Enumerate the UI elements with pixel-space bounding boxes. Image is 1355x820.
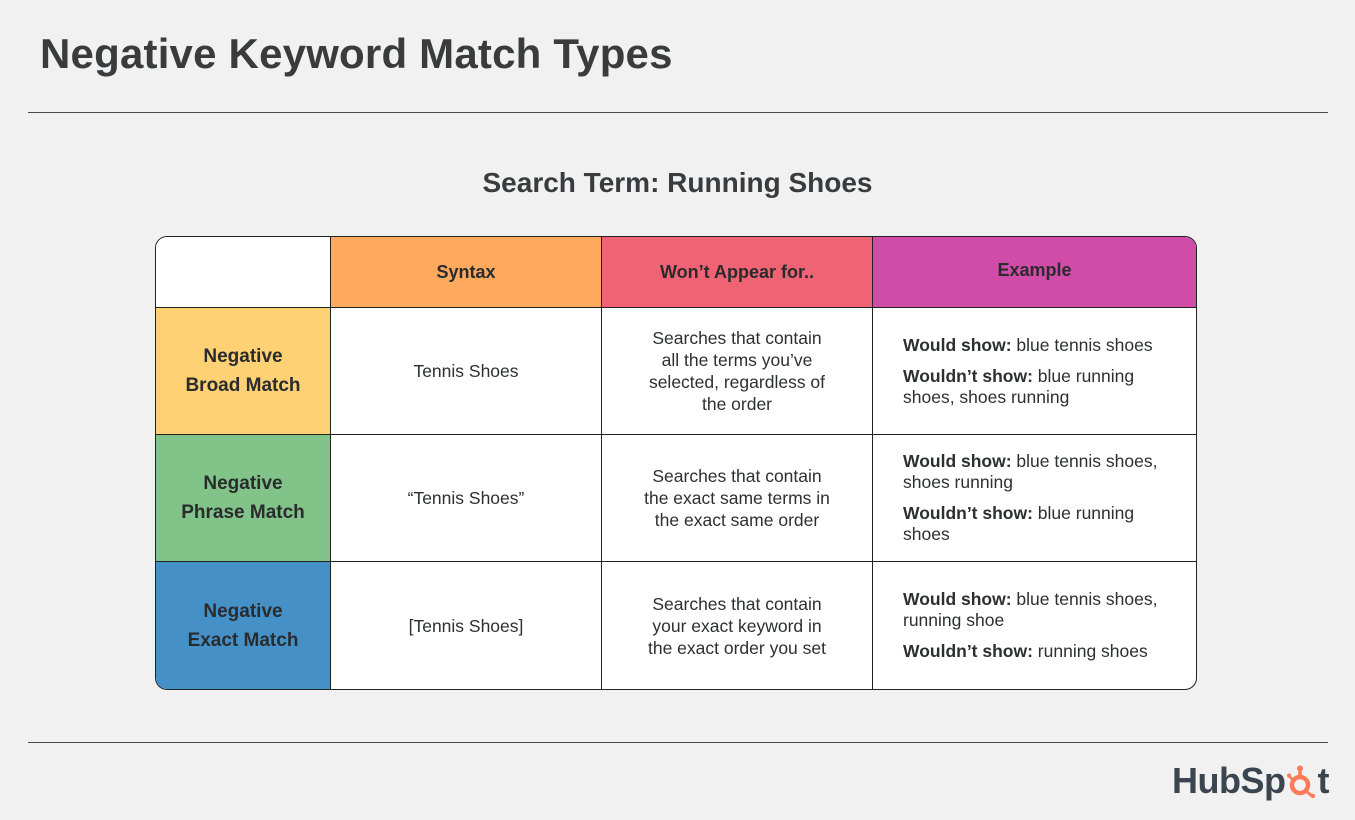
would-show-line: Would show: blue tennis shoes, shoes run… [903,451,1158,492]
match-types-table: Syntax Won’t Appear for.. Example Negati… [155,236,1197,690]
sprocket-icon [1286,765,1315,798]
row-label-line1: Negative [203,600,283,622]
would-show-line: Would show: blue tennis shoes [903,334,1153,355]
row-label-line1: Negative [203,473,283,494]
wont-appear-exact: Searches that contain your exact keyword… [602,562,873,689]
logo-text-part1: HubSp [1172,760,1286,801]
example-exact: Would show: blue tennis shoes, running s… [873,562,1196,689]
header-blank-cell [156,237,331,308]
syntax-broad: Tennis Shoes [331,308,602,435]
wouldnt-show-line: Wouldn’t show: blue running shoes, shoes… [903,365,1135,407]
bottom-divider [28,742,1328,743]
row-label-line1: Negative [203,346,283,367]
example-phrase: Would show: blue tennis shoes, shoes run… [873,435,1196,562]
row-label-line2: Exact Match [187,629,299,651]
wouldnt-show-line: Wouldn’t show: running shoes [903,641,1148,661]
logo-text-part2: t [1317,760,1330,801]
page-title: Negative Keyword Match Types [40,30,673,77]
row-label-line2: Broad Match [185,375,301,396]
header-syntax: Syntax [331,237,602,308]
wont-appear-phrase: Searches that contain the exact same ter… [602,435,873,562]
row-label-line2: Phrase Match [181,502,305,523]
wouldnt-show-line: Wouldn’t show: blue running shoes [903,503,1135,544]
search-term-heading: Search Term: Running Shoes [482,167,873,198]
syntax-exact: [Tennis Shoes] [331,562,602,689]
syntax-phrase: “Tennis Shoes” [331,435,602,562]
example-broad: Would show: blue tennis shoes Wouldn’t s… [873,308,1196,435]
header-wont-appear: Won’t Appear for.. [602,237,873,308]
hubspot-logo: HubSp t [1172,760,1329,802]
would-show-line: Would show: blue tennis shoes, running s… [903,589,1158,630]
wont-appear-broad: Searches that contain all the terms you’… [602,308,873,435]
header-example: Example [873,237,1196,308]
top-divider [28,112,1328,113]
